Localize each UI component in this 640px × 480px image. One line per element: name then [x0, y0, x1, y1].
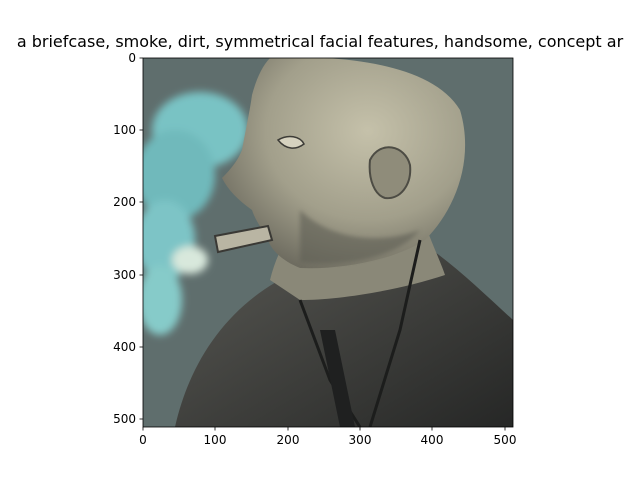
- jaw-shadow: [300, 210, 420, 264]
- plot-title-text: a briefcase, smoke, dirt, symmetrical fa…: [16, 32, 624, 51]
- ear: [368, 146, 412, 200]
- eye: [276, 135, 305, 149]
- portrait-image: [143, 58, 513, 427]
- x-tick-label: 200: [277, 433, 300, 447]
- x-tick-label: 500: [494, 433, 517, 447]
- cigar: [213, 224, 274, 254]
- y-tick-label: 0: [128, 51, 136, 65]
- y-tick-label: 400: [113, 340, 136, 354]
- plot-title: a briefcase, smoke, dirt, symmetrical fa…: [0, 31, 640, 53]
- y-tick-label: 100: [113, 123, 136, 137]
- smoke: [143, 92, 248, 335]
- x-tick-label: 300: [349, 433, 372, 447]
- x-axis: 0 100 200 300 400 500: [139, 427, 516, 447]
- y-axis: 0 100 200 300 400 500: [113, 51, 143, 426]
- x-tick-label: 100: [204, 433, 227, 447]
- axes-frame: [142, 57, 514, 428]
- x-tick-label: 0: [139, 433, 147, 447]
- y-tick-label: 200: [113, 195, 136, 209]
- head: [222, 58, 466, 269]
- tie: [320, 330, 355, 427]
- y-tick-label: 300: [113, 268, 136, 282]
- x-tick-label: 400: [421, 433, 444, 447]
- y-tick-label: 500: [113, 412, 136, 426]
